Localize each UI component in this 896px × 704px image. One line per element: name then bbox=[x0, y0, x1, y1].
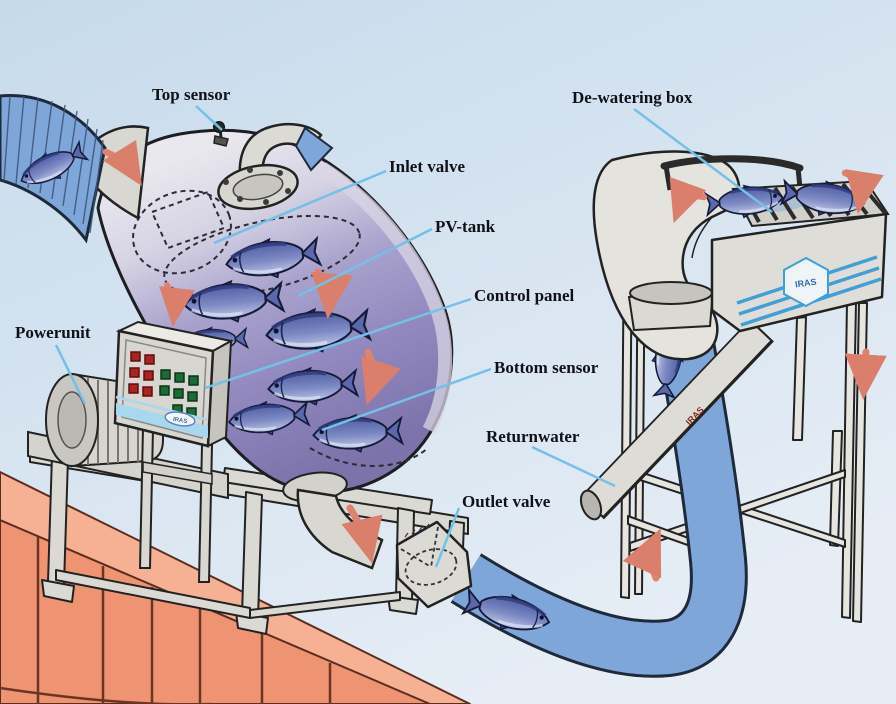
panel-post bbox=[138, 427, 155, 569]
tank-dashed-guides bbox=[132, 189, 429, 467]
panel-red-buttons bbox=[128, 351, 155, 397]
label-top-sensor: Top sensor bbox=[152, 85, 231, 104]
arrow-tank-2 bbox=[159, 282, 195, 327]
leader-returnwater bbox=[531, 445, 616, 488]
hose-ribs bbox=[3, 95, 104, 234]
outlet-valve-dashes bbox=[400, 526, 458, 586]
panel-green-buttons bbox=[159, 369, 199, 418]
wall-planks bbox=[0, 537, 332, 704]
leader-inlet-valve bbox=[213, 169, 387, 245]
leader-pv-tank bbox=[297, 227, 433, 298]
box-logo-text: IRAS bbox=[794, 277, 817, 290]
leader-top-sensor bbox=[195, 105, 223, 131]
arrow-grate-exit bbox=[841, 169, 884, 214]
inlet-flange-assembly bbox=[213, 121, 334, 211]
outlet-valve-print bbox=[404, 523, 430, 538]
panel-logo-text: IRAS bbox=[172, 417, 187, 425]
arrow-drain bbox=[844, 348, 887, 400]
leader-bottom-sensor bbox=[321, 367, 492, 432]
leader-outlet-valve bbox=[434, 507, 461, 568]
panel-post bbox=[197, 444, 214, 583]
leader-powerunit bbox=[54, 344, 87, 405]
tank-rim-highlight bbox=[318, 162, 453, 434]
panel-logo: IRAS bbox=[164, 411, 196, 427]
leader-control-panel bbox=[204, 297, 472, 390]
flange-bolts bbox=[223, 167, 291, 205]
label-control-panel: Control panel bbox=[474, 286, 575, 305]
diagram-labels: Top sensor De-watering box Inlet valve P… bbox=[15, 85, 693, 511]
label-pv-tank: PV-tank bbox=[435, 217, 496, 236]
arrow-tank-3 bbox=[361, 348, 401, 406]
leader-lines bbox=[54, 105, 773, 568]
control-panel: IRAS bbox=[113, 320, 234, 583]
return-pipe-outlet bbox=[579, 489, 603, 521]
arrow-tank-1 bbox=[310, 268, 353, 319]
transport-pipe bbox=[450, 321, 748, 678]
arrow-inlet bbox=[102, 139, 142, 187]
transport-pipe-water bbox=[452, 327, 745, 675]
arrow-hood bbox=[669, 176, 708, 224]
top-pipe-water bbox=[294, 126, 334, 172]
label-inlet-valve: Inlet valve bbox=[389, 157, 465, 176]
label-powerunit: Powerunit bbox=[15, 323, 91, 342]
outlet-valve-box bbox=[395, 520, 473, 609]
box-logo: IRAS bbox=[783, 256, 829, 308]
box-rail bbox=[660, 155, 804, 172]
label-returnwater: Returnwater bbox=[486, 427, 580, 446]
panel-stripe bbox=[116, 403, 208, 438]
arrow-riser bbox=[622, 528, 662, 582]
pipe-funnel bbox=[627, 281, 715, 332]
arrow-outlet bbox=[341, 504, 383, 564]
label-bottom-sensor: Bottom sensor bbox=[494, 358, 599, 377]
return-pipe: IRAS bbox=[579, 318, 774, 521]
flow-arrows bbox=[102, 139, 887, 582]
leader-de-watering-box bbox=[633, 107, 773, 214]
label-outlet-valve: Outlet valve bbox=[462, 492, 551, 511]
label-de-watering-box: De-watering box bbox=[572, 88, 693, 107]
